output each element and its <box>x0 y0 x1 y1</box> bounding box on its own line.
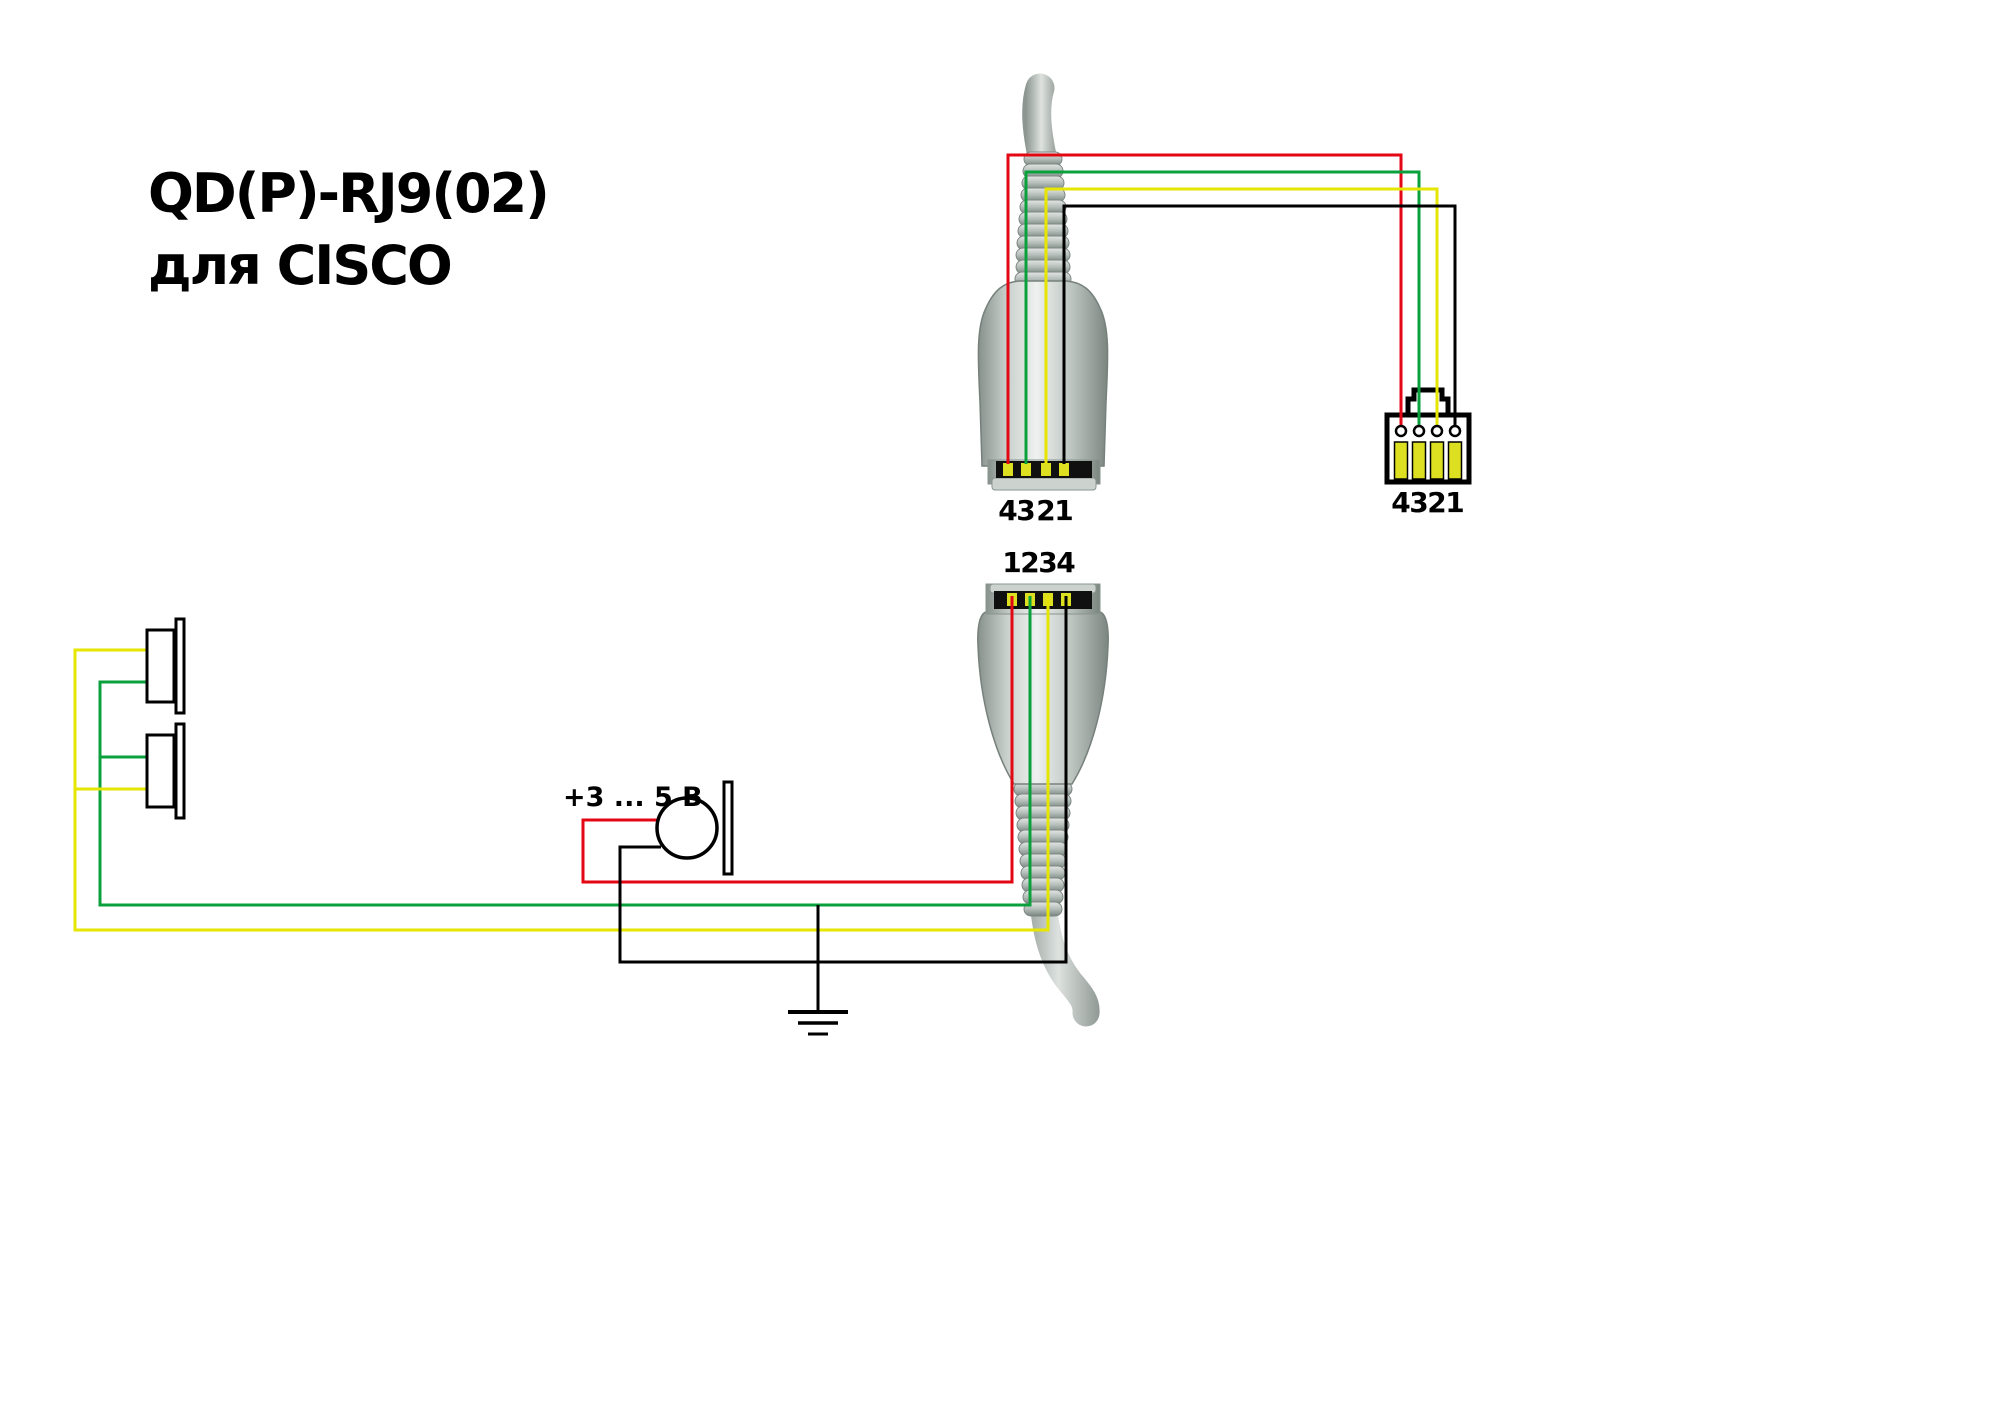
title-line1: QD(P)-RJ9(02) <box>148 162 548 225</box>
mic-voltage-label: +3 ... 5 В <box>563 782 703 813</box>
speaker-bottom-icon <box>145 722 186 820</box>
wire-bottom-black <box>618 596 1068 964</box>
qd-bottom-pin-4: 4 <box>1056 546 1075 579</box>
ground-icon <box>788 905 848 1036</box>
wire-bottom-red <box>581 596 1014 884</box>
page-title: QD(P)-RJ9(02) для CISCO <box>148 162 550 297</box>
rj9-pin-1: 1 <box>1445 486 1464 519</box>
qd-bottom-strain-relief <box>1013 781 1073 917</box>
speaker-top-icon <box>145 617 186 715</box>
qd-top-contacts <box>1003 463 1069 476</box>
qd-top-strain-relief <box>1014 151 1072 287</box>
wire-top-red <box>1006 153 1403 464</box>
rj9-pin-labels: 4 3 2 1 <box>1391 486 1464 519</box>
wire-top-black <box>1062 204 1457 464</box>
wire-bottom-green <box>98 596 1032 907</box>
qd-top-pin-1: 1 <box>1054 494 1073 527</box>
qd-bottom-pin-labels: 1 2 3 4 <box>1002 546 1075 579</box>
microphone-icon <box>655 780 734 876</box>
qd-bottom-pin-2: 2 <box>1020 546 1039 579</box>
qd-top-pin-4: 4 <box>998 494 1017 527</box>
qd-bottom-pin-1: 1 <box>1002 546 1021 579</box>
wire-bottom-yellow <box>73 596 1050 932</box>
wire-top-green <box>1024 170 1421 464</box>
qd-connector-top-icon <box>977 73 1109 491</box>
rj9-pin-4: 4 <box>1391 486 1410 519</box>
rj9-wire-holes <box>1394 424 1462 438</box>
title-line2: для CISCO <box>148 234 451 297</box>
qd-top-pin-2: 2 <box>1036 494 1055 527</box>
rj9-latch <box>1405 387 1451 419</box>
wires-top <box>1006 153 1457 464</box>
qd-top-pin-labels: 4 3 2 1 <box>998 494 1073 527</box>
rj9-pins <box>1393 441 1463 480</box>
wires-bottom <box>73 596 1068 964</box>
qd-top-body <box>977 280 1109 467</box>
rj9-pin-2: 2 <box>1427 486 1446 519</box>
qd-top-pin-3: 3 <box>1016 494 1035 527</box>
wire-top-yellow <box>1044 187 1439 464</box>
qd-bottom-pin-3: 3 <box>1038 546 1057 579</box>
qd-connector-bottom-icon <box>977 583 1109 1027</box>
rj9-pin-3: 3 <box>1409 486 1428 519</box>
qd-bottom-body <box>977 611 1109 785</box>
qd-top-cable <box>1022 73 1057 171</box>
qd-top-face-lip <box>991 477 1097 491</box>
